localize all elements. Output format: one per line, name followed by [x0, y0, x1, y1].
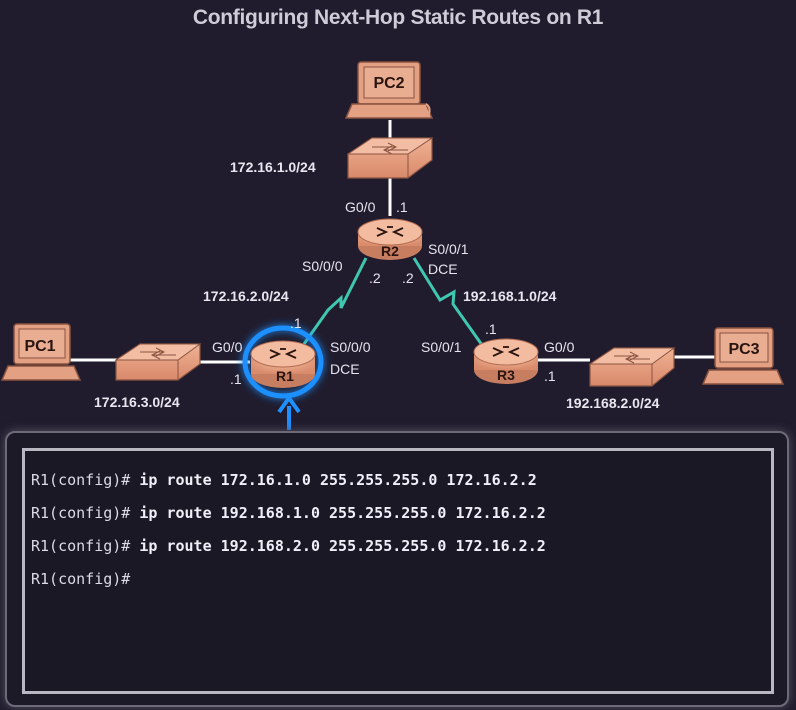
interface-label: S0/0/0	[302, 258, 343, 274]
cli-line: R1(config)# ip route 192.168.1.0 255.255…	[31, 504, 546, 522]
network-topology: PC2 R2 PC1 R1	[0, 61, 785, 430]
router-r3[interactable]: R3	[473, 338, 539, 384]
cli-terminal[interactable]: R1(config)# ip route 172.16.1.0 255.255.…	[22, 448, 774, 694]
host-label: .1	[485, 321, 497, 337]
host-label: .1	[544, 368, 556, 384]
pc3-computer[interactable]: PC3	[701, 327, 785, 385]
network-label: 172.16.1.0/24	[230, 159, 316, 175]
pc2-computer[interactable]: PC2	[344, 61, 434, 119]
switch-r1-lan[interactable]	[114, 343, 202, 381]
interface-label: G0/0	[544, 339, 575, 355]
interface-label: S0/0/1	[428, 241, 469, 257]
network-label: 192.168.2.0/24	[566, 395, 660, 411]
pc1-computer[interactable]: PC1	[0, 323, 82, 381]
interface-label: S0/0/0	[330, 339, 371, 355]
dce-label: DCE	[330, 361, 360, 377]
host-label: .2	[402, 270, 414, 286]
cli-prompt: R1(config)#	[31, 537, 131, 555]
cli-line: R1(config)# ip route 172.16.1.0 255.255.…	[31, 471, 537, 489]
r3-label: R3	[497, 367, 515, 383]
switch-r2-lan[interactable]	[346, 137, 434, 179]
r2-label: R2	[381, 243, 399, 259]
highlight-arrow-icon	[277, 394, 301, 430]
router-r1[interactable]: R1	[242, 325, 324, 399]
network-label: 172.16.3.0/24	[94, 394, 180, 410]
switch-r3-lan[interactable]	[588, 347, 676, 387]
host-label: .1	[230, 371, 242, 387]
interface-label: G0/0	[212, 339, 243, 355]
diagram-title: Configuring Next-Hop Static Routes on R1	[192, 6, 604, 29]
cli-command: ip route 172.16.1.0 255.255.255.0 172.16…	[139, 471, 537, 489]
cli-command: ip route 192.168.2.0 255.255.255.0 172.1…	[139, 537, 546, 555]
dce-label: DCE	[428, 261, 458, 277]
network-label: 192.168.1.0/24	[463, 288, 557, 304]
cli-line: R1(config)#	[31, 570, 139, 588]
cli-prompt: R1(config)#	[31, 471, 131, 489]
cli-prompt: R1(config)#	[31, 570, 131, 588]
terminal-frame: R1(config)# ip route 172.16.1.0 255.255.…	[5, 431, 789, 707]
network-label: 172.16.2.0/24	[203, 288, 289, 304]
cli-command: ip route 192.168.1.0 255.255.255.0 172.1…	[139, 504, 546, 522]
host-label: .1	[290, 315, 302, 331]
pc3-label: PC3	[728, 341, 759, 358]
cli-line: R1(config)# ip route 192.168.2.0 255.255…	[31, 537, 546, 555]
serial-link-r1-r2	[302, 257, 368, 345]
r1-label: R1	[276, 368, 294, 384]
cli-prompt: R1(config)#	[31, 504, 131, 522]
host-label: .2	[369, 270, 381, 286]
serial-link-r2-r3	[412, 257, 484, 346]
router-r2[interactable]: R2	[357, 218, 423, 260]
host-label: .1	[396, 199, 408, 215]
pc1-label: PC1	[24, 338, 55, 355]
interface-label: G0/0	[345, 199, 376, 215]
interface-label: S0/0/1	[421, 339, 462, 355]
pc2-label: PC2	[373, 75, 404, 92]
